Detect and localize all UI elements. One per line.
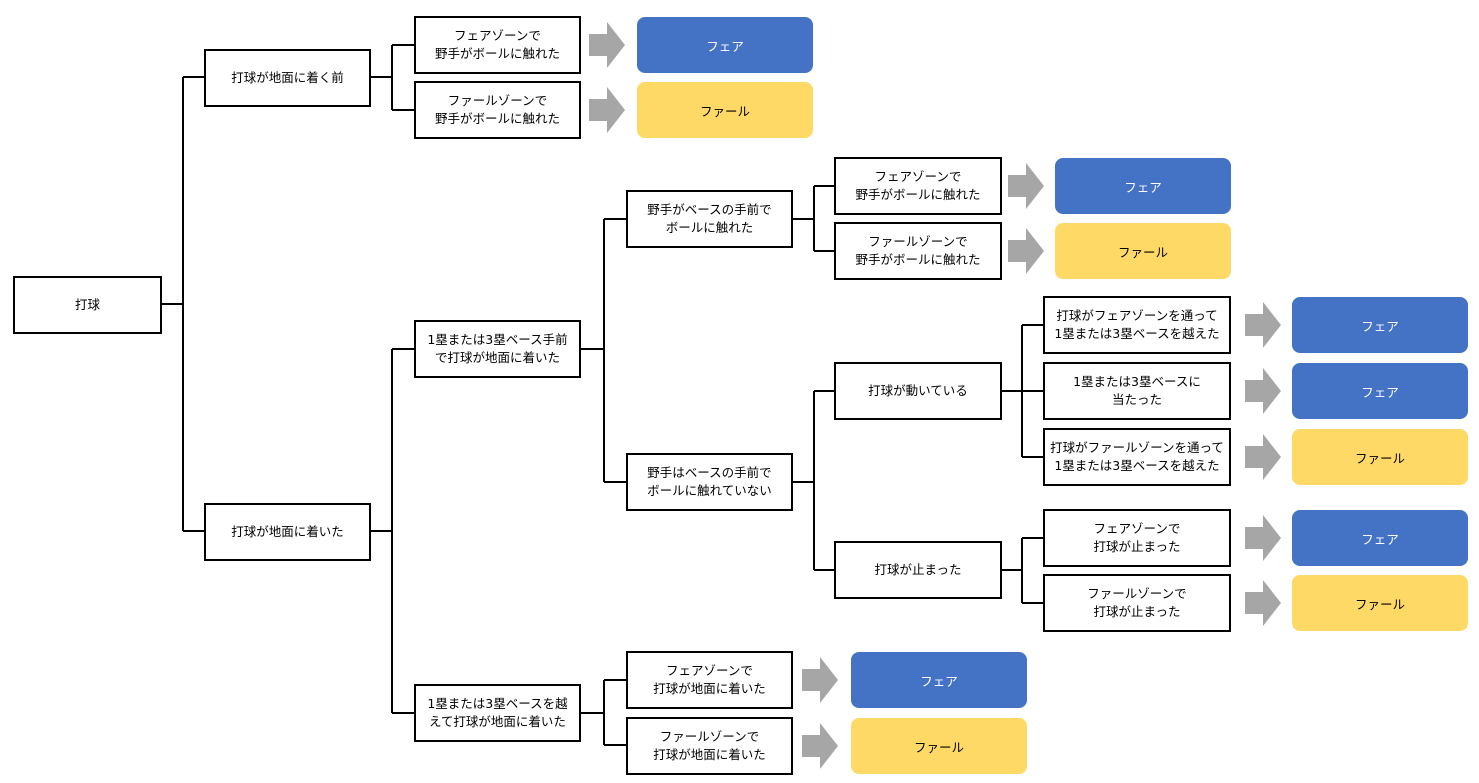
result-fair: フェア	[1292, 510, 1468, 566]
result-fair: フェア	[637, 17, 813, 73]
arrow-right-icon	[802, 657, 838, 703]
node-stopped-foul-zone: ファールゾーンで 打球が止まった	[1043, 574, 1231, 632]
node-moving-hit-base: 1塁または3塁ベースに 当たった	[1043, 362, 1231, 420]
result-fair: フェア	[851, 652, 1027, 708]
result-foul: ファール	[637, 82, 813, 138]
result-foul: ファール	[851, 718, 1027, 774]
node-before-ground: 打球が地面に着く前	[204, 49, 371, 107]
node-ft-foul-zone-touched: ファールゾーンで 野手がボールに触れた	[834, 222, 1002, 280]
arrow-right-icon	[589, 87, 625, 133]
node-beyond-base: 1塁または3塁ベースを越 えて打球が地面に着いた	[414, 684, 581, 742]
arrow-right-icon	[1245, 434, 1281, 480]
node-fielder-touched: 野手がベースの手前で ボールに触れた	[626, 190, 793, 248]
result-foul: ファール	[1292, 429, 1468, 485]
arrow-right-icon	[1008, 228, 1044, 274]
node-ball-moving: 打球が動いている	[834, 362, 1002, 420]
node-batted-ball: 打球	[13, 276, 162, 334]
node-bf-fair-zone-touched: フェアゾーンで 野手がボールに触れた	[414, 16, 581, 74]
result-fair: フェア	[1292, 363, 1468, 419]
arrow-right-icon	[1008, 163, 1044, 209]
node-on-ground: 打球が地面に着いた	[204, 503, 371, 561]
node-stopped-fair-zone: フェアゾーンで 打球が止まった	[1043, 509, 1231, 567]
node-bf-foul-zone-touched: ファールゾーンで 野手がボールに触れた	[414, 81, 581, 139]
node-moving-fair-pass: 打球がフェアゾーンを通って 1塁または3塁ベースを越えた	[1043, 296, 1231, 354]
result-fair: フェア	[1055, 158, 1231, 214]
arrow-right-icon	[589, 22, 625, 68]
node-ft-fair-zone-touched: フェアゾーンで 野手がボールに触れた	[834, 157, 1002, 215]
node-fielder-not-touched: 野手はベースの手前で ボールに触れていない	[626, 453, 793, 511]
result-foul: ファール	[1055, 223, 1231, 279]
result-fair: フェア	[1292, 297, 1468, 353]
node-moving-foul-pass: 打球がファールゾーンを通って 1塁または3塁ベースを越えた	[1043, 428, 1231, 486]
arrow-right-icon	[1245, 302, 1281, 348]
node-ball-stopped: 打球が止まった	[834, 541, 1002, 599]
node-bb-foul-zone-ground: ファールゾーンで 打球が地面に着いた	[626, 717, 793, 775]
arrow-right-icon	[1245, 368, 1281, 414]
node-before-base: 1塁または3塁ベース手前 で打球が地面に着いた	[414, 320, 581, 378]
arrow-right-icon	[1245, 580, 1281, 626]
arrow-right-icon	[802, 723, 838, 769]
node-bb-fair-zone-ground: フェアゾーンで 打球が地面に着いた	[626, 651, 793, 709]
arrow-right-icon	[1245, 515, 1281, 561]
result-foul: ファール	[1292, 575, 1468, 631]
